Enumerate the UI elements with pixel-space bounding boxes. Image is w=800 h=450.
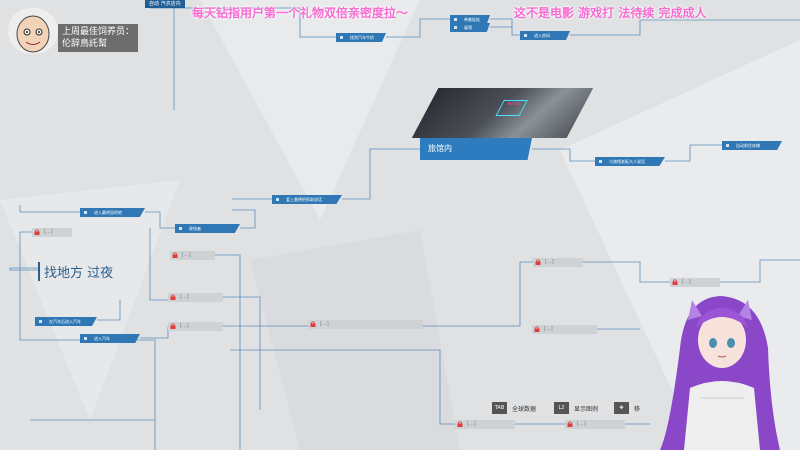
flow-node-label: 自动前往床铺 [736, 143, 760, 148]
node-marker-icon [454, 26, 457, 29]
node-marker-icon [84, 337, 87, 340]
best-keeper-caption: 上周最佳饲养员： 伦辞鳥託幫 [58, 24, 139, 52]
controller-key-icon[interactable]: TAB [492, 402, 507, 414]
locked-node[interactable]: [...] [670, 278, 720, 287]
locked-node-label: [...] [577, 421, 586, 427]
flow-node-label: 爱上雷德把帮助说话 [286, 197, 322, 202]
flow-node-n1[interactable]: 找到汽车牛奶 [336, 33, 386, 42]
node-marker-icon [726, 144, 729, 147]
control-hint-label: 全球数据 [512, 406, 537, 413]
locked-node[interactable]: [...] [170, 251, 215, 260]
controller-key-icon[interactable]: ✥ [614, 402, 629, 414]
lock-icon [672, 279, 678, 285]
flow-node-n4[interactable]: 进入房间 [520, 31, 570, 40]
current-node-motel[interactable]: 旅馆内 [420, 138, 532, 160]
lock-icon [534, 326, 540, 332]
lock-icon [310, 321, 316, 327]
locked-node-label: [...] [180, 294, 189, 300]
danmaku-comment: 每天钻指用户第一个礼物双倍亲密度拉～ [192, 6, 409, 20]
lock-icon [170, 294, 176, 300]
lock-icon [172, 252, 178, 258]
danmaku-comment: 这不是电影 游戏打 法待续 完成成人 [514, 6, 707, 20]
viewer-avatar [8, 8, 58, 54]
flow-node-label: 进入最明显的地 [94, 210, 122, 215]
locked-node[interactable]: [...] [32, 228, 72, 237]
flow-node-label: 进入汽车 [94, 336, 110, 341]
locked-node[interactable]: [...] [565, 420, 625, 429]
locked-node-label: [...] [180, 323, 189, 329]
flow-node-label: 找到汽车牛奶 [350, 35, 374, 40]
locked-node[interactable]: [...] [168, 322, 223, 331]
locked-node-label: [...] [682, 279, 691, 285]
node-marker-icon [179, 227, 182, 230]
control-hint-label: 显示图例 [574, 406, 599, 413]
lock-icon [34, 229, 40, 235]
control-hint-label: 移 [634, 406, 641, 413]
top-node[interactable]: 自动 汽衣店内 [145, 0, 185, 8]
locked-node-label: [...] [467, 421, 476, 427]
node-marker-icon [340, 36, 343, 39]
locked-node[interactable]: [...] [308, 320, 423, 329]
flow-node-label: 进入房间 [534, 33, 550, 38]
lock-icon [170, 323, 176, 329]
flow-node-label: 带着娃娃 [464, 17, 480, 22]
flow-node-label: 收钱者 [189, 226, 201, 231]
flow-node-label: 雇佣 [464, 25, 472, 30]
lock-icon [535, 259, 541, 265]
locked-node[interactable]: [...] [168, 293, 223, 302]
flow-node-n8[interactable]: 进入最明显的地 [80, 208, 145, 217]
flow-node-n10[interactable]: 在汽车后进入汽车 [35, 317, 97, 326]
flow-node-n9[interactable]: 收钱者 [175, 224, 240, 233]
node-marker-icon [454, 18, 457, 21]
locked-node[interactable]: [...] [532, 325, 597, 334]
locked-node-label: [...] [44, 229, 53, 235]
motel-scene-image: MOTEL [412, 88, 594, 138]
flow-node-n7[interactable]: 爱上雷德把帮助说话 [272, 195, 342, 204]
flow-node-n2[interactable]: 带着娃娃 [450, 15, 490, 24]
node-marker-icon [84, 211, 87, 214]
flow-node-n11[interactable]: 进入汽车 [80, 334, 140, 343]
locked-node-label: [...] [544, 326, 553, 332]
lock-icon [457, 421, 463, 427]
locked-node-label: [...] [320, 321, 329, 327]
lock-icon [567, 421, 573, 427]
node-marker-icon [276, 198, 279, 201]
locked-node[interactable]: [...] [455, 420, 515, 429]
flow-node-label: 与旅馆老板大人说话 [609, 159, 645, 164]
motel-sign: MOTEL [495, 100, 528, 116]
caption-line1: 上周最佳饲养员： [62, 27, 135, 37]
controller-key-icon[interactable]: L2 [554, 402, 569, 414]
node-marker-icon [599, 160, 602, 163]
flow-node-n3[interactable]: 雇佣 [450, 23, 490, 32]
locked-node[interactable]: [...] [533, 258, 583, 267]
vtuber-avatar [660, 296, 780, 450]
locked-node-label: [...] [182, 252, 191, 258]
flow-node-label: 在汽车后进入汽车 [49, 319, 81, 324]
locked-node-label: [...] [545, 259, 554, 265]
chapter-label: 找地方 过夜 [38, 262, 113, 281]
node-marker-icon [524, 34, 527, 37]
caption-line2: 伦辞鳥託幫 [62, 39, 108, 49]
flow-node-n5[interactable]: 与旅馆老板大人说话 [595, 157, 665, 166]
flow-node-n6[interactable]: 自动前往床铺 [722, 141, 782, 150]
node-marker-icon [39, 320, 42, 323]
